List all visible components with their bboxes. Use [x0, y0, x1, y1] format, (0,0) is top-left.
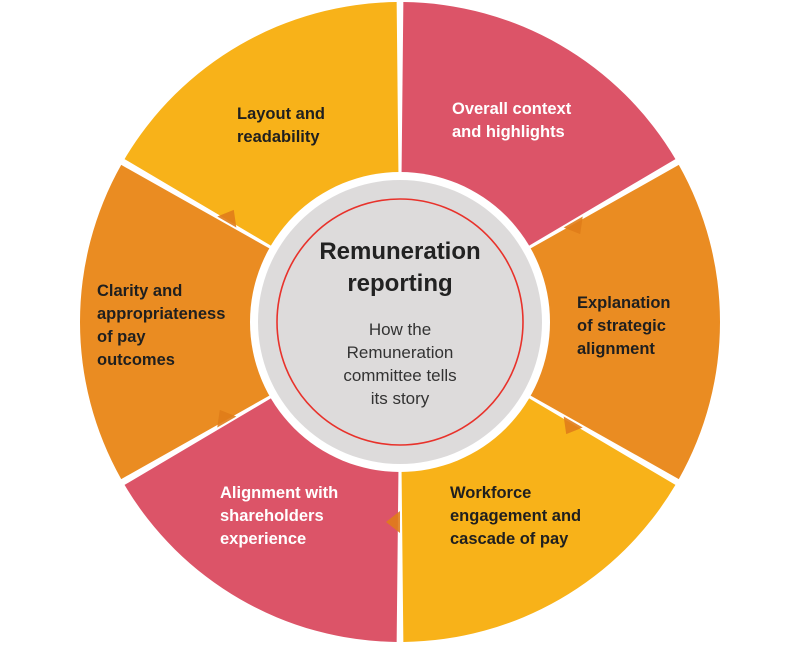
flow-arrow-icon: [563, 216, 583, 235]
flow-arrow-icon: [217, 209, 237, 228]
segment-workforce-engagement: [401, 393, 676, 642]
center-hub: [258, 180, 542, 464]
flow-arrow-icon: [386, 511, 400, 533]
segment-strategic-alignment: [521, 164, 720, 480]
center-ring: [276, 198, 524, 446]
flow-arrow-icon: [217, 409, 237, 428]
segments-layer: [79, 2, 720, 642]
segment-shareholder-alignment: [124, 393, 399, 642]
flow-arrow-icon: [563, 416, 583, 435]
arrows-layer: [217, 209, 583, 533]
segment-label-overall-context: Overall context and highlights: [452, 100, 572, 141]
segment-pay-outcomes: [79, 164, 279, 480]
segment-label-layout-readability: Layout and readability: [237, 105, 326, 146]
center-title: Remuneration reporting: [319, 238, 481, 297]
center-subtitle: How the Remuneration committee tells its…: [343, 320, 457, 408]
segment-label-workforce-engagement: Workforce engagement and cascade of pay: [450, 484, 582, 548]
segment-label-shareholder-alignment: Alignment with shareholders experience: [220, 484, 339, 548]
segment-layout-readability: [124, 2, 399, 251]
segment-label-strategic-alignment: Explanation of strategic alignment: [577, 294, 671, 358]
segment-label-pay-outcomes: Clarity and appropriateness of pay outco…: [97, 282, 226, 369]
segment-overall-context: [401, 2, 676, 251]
